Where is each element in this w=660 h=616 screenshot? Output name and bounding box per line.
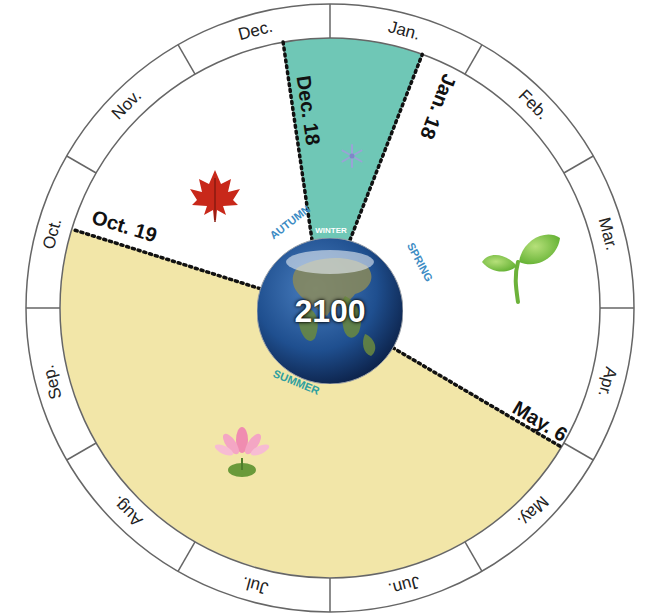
month-name: Apr. xyxy=(595,365,621,399)
inner-ring xyxy=(60,38,600,578)
month-name: Jul. xyxy=(240,573,270,598)
snowflake xyxy=(343,145,362,167)
sprout xyxy=(482,234,560,302)
outer-ring xyxy=(26,4,634,612)
month-cell: Jun. xyxy=(384,571,424,600)
season-name: WINTER xyxy=(315,226,347,235)
month-name: Nov. xyxy=(108,86,145,123)
month-cell: May. xyxy=(512,490,554,532)
month-cell: Feb. xyxy=(512,85,553,126)
month-cell: Sep. xyxy=(38,361,67,404)
month-name: Feb. xyxy=(515,86,552,123)
month-cell: Dec. xyxy=(234,16,277,45)
season-boundaries xyxy=(72,42,562,447)
date-label: Oct. 19 xyxy=(89,205,160,246)
earth-globe: 2100 xyxy=(257,238,403,384)
date-label: May. 6 xyxy=(508,396,571,446)
month-name: May. xyxy=(514,492,553,531)
summer-sector xyxy=(60,229,561,577)
month-name: Aug. xyxy=(108,492,146,530)
season-name: AUTUMN xyxy=(268,203,313,242)
date-label: Jan. 18 xyxy=(415,70,461,142)
month-cell: Mar. xyxy=(593,213,622,254)
month-cell: Oct. xyxy=(39,214,67,253)
month-name: Oct. xyxy=(39,216,65,251)
maple-leaf xyxy=(190,170,240,222)
month-name: Jun. xyxy=(386,572,422,599)
month-ticks xyxy=(26,4,634,612)
month-name: Jan. xyxy=(386,17,422,44)
lotus xyxy=(213,427,271,477)
month-cell: Apr. xyxy=(593,363,621,401)
month-name: Dec. xyxy=(236,17,275,44)
month-cell: Nov. xyxy=(107,85,148,126)
year-number: 2100 xyxy=(257,238,403,384)
month-cell: Jul. xyxy=(238,572,273,599)
month-name: Mar. xyxy=(594,215,621,252)
date-label: Dec. 18 xyxy=(292,74,325,147)
month-cell: Jan. xyxy=(384,16,424,45)
month-cell: Aug. xyxy=(106,490,148,532)
month-name: Sep. xyxy=(39,363,66,402)
season-name: SPRING xyxy=(405,241,435,284)
